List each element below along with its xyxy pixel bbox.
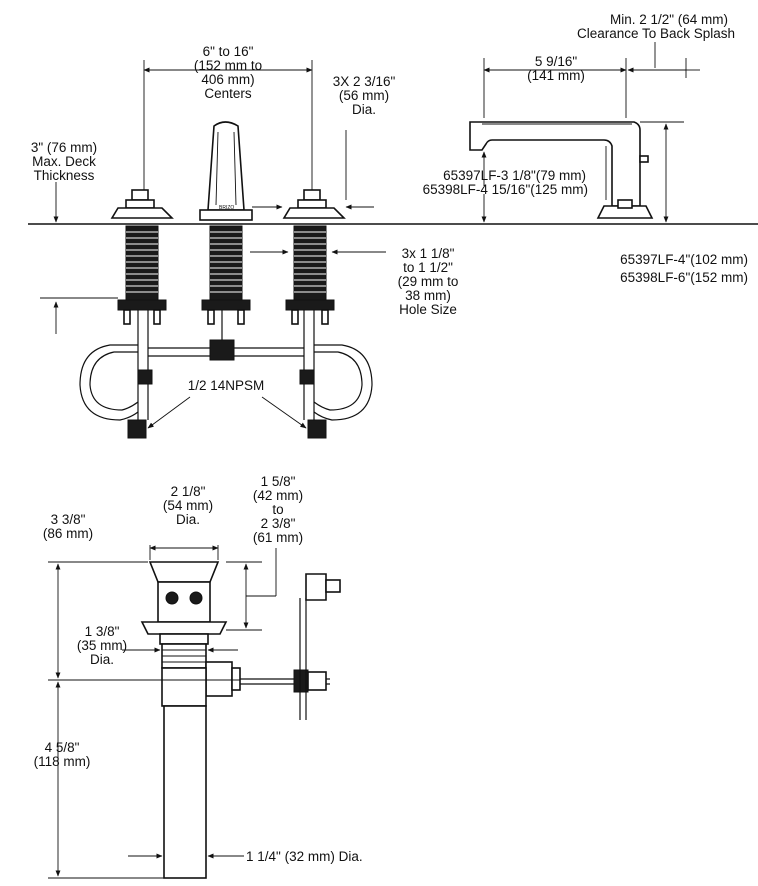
supply-hoses — [79, 310, 373, 439]
spout-height-line2: 65398LF-4 15/16"(125 mm) — [423, 182, 588, 197]
spout-total-line2: 65398LF-6"(152 mm) — [620, 270, 748, 285]
drain-flange-line1: 1 3/8" — [85, 624, 120, 639]
centers-dim-line2: (152 mm to — [194, 58, 262, 73]
reach-dim-line1: 5 9/16" — [535, 54, 578, 69]
right-handle-valve — [282, 189, 346, 219]
hole-dim-line4: 38 mm) — [405, 288, 451, 303]
drain-rise-line1: 1 5/8" — [261, 474, 296, 489]
drain-rise-line3: to — [272, 502, 283, 517]
drain-height-line1: 3 3/8" — [51, 512, 86, 527]
drain-rise-line2: (42 mm) — [253, 488, 303, 503]
centers-dim-line3: 406 mm) — [201, 72, 254, 87]
faucet-side-view: 5 9/16" (141 mm) Min. 2 1/2" (64 mm) Cle… — [423, 12, 748, 285]
drain-flange-line3: Dia. — [90, 652, 114, 667]
brand-logo: BRIZO — [219, 205, 234, 211]
hole-dim-line2: to 1 1/2" — [403, 260, 453, 275]
spout-total-line1: 65397LF-4"(102 mm) — [620, 252, 748, 267]
deck-dim-line1: 3" (76 mm) — [31, 140, 97, 155]
clearance-dim-line2: Clearance To Back Splash — [577, 26, 735, 41]
reach-dim-line2: (141 mm) — [527, 68, 585, 83]
drain-dia-line2: (54 mm) — [163, 498, 213, 513]
tail-dia-label: 1 1/4" (32 mm) Dia. — [246, 849, 363, 864]
hole-dim-line5: Hole Size — [399, 302, 457, 317]
clearance-dim-line1: Min. 2 1/2" (64 mm) — [610, 12, 728, 27]
deck-dim-line3: Thickness — [34, 168, 95, 183]
diameter-dim-line2: (56 mm) — [339, 88, 389, 103]
faucet-front-view: BRIZO — [28, 44, 758, 439]
centers-dim-line1: 6" to 16" — [203, 44, 254, 59]
hole-dim-line1: 3x 1 1/8" — [402, 246, 455, 261]
tail-length-line2: (118 mm) — [34, 754, 91, 769]
drain-rise-line4: 2 3/8" — [261, 516, 296, 531]
diameter-dim-line3: Dia. — [352, 102, 376, 117]
npsm-label: 1/2 14NPSM — [188, 378, 265, 393]
drain-flange-line2: (35 mm) — [77, 638, 127, 653]
spout-body: BRIZO — [199, 121, 253, 221]
left-shank — [125, 225, 159, 301]
drain-dia-line1: 2 1/8" — [171, 484, 206, 499]
center-shank — [209, 225, 243, 301]
tail-length-line1: 4 5/8" — [45, 740, 80, 755]
mounting-nuts — [117, 299, 335, 325]
spout-height-line1: 65397LF-3 1/8"(79 mm) — [443, 168, 586, 183]
hole-dim-line3: (29 mm to — [398, 274, 459, 289]
deck-dim-line2: Max. Deck — [32, 154, 96, 169]
drain-assembly: 2 1/8" (54 mm) Dia. 1 5/8" (42 mm) to 2 … — [34, 474, 363, 879]
centers-dim-line4: Centers — [204, 86, 252, 101]
right-shank — [293, 225, 327, 301]
left-handle-valve — [110, 189, 174, 219]
diameter-dim-line1: 3X 2 3/16" — [333, 74, 396, 89]
drain-dia-line3: Dia. — [176, 512, 200, 527]
drain-rise-line5: (61 mm) — [253, 530, 303, 545]
drain-height-line2: (86 mm) — [43, 526, 93, 541]
